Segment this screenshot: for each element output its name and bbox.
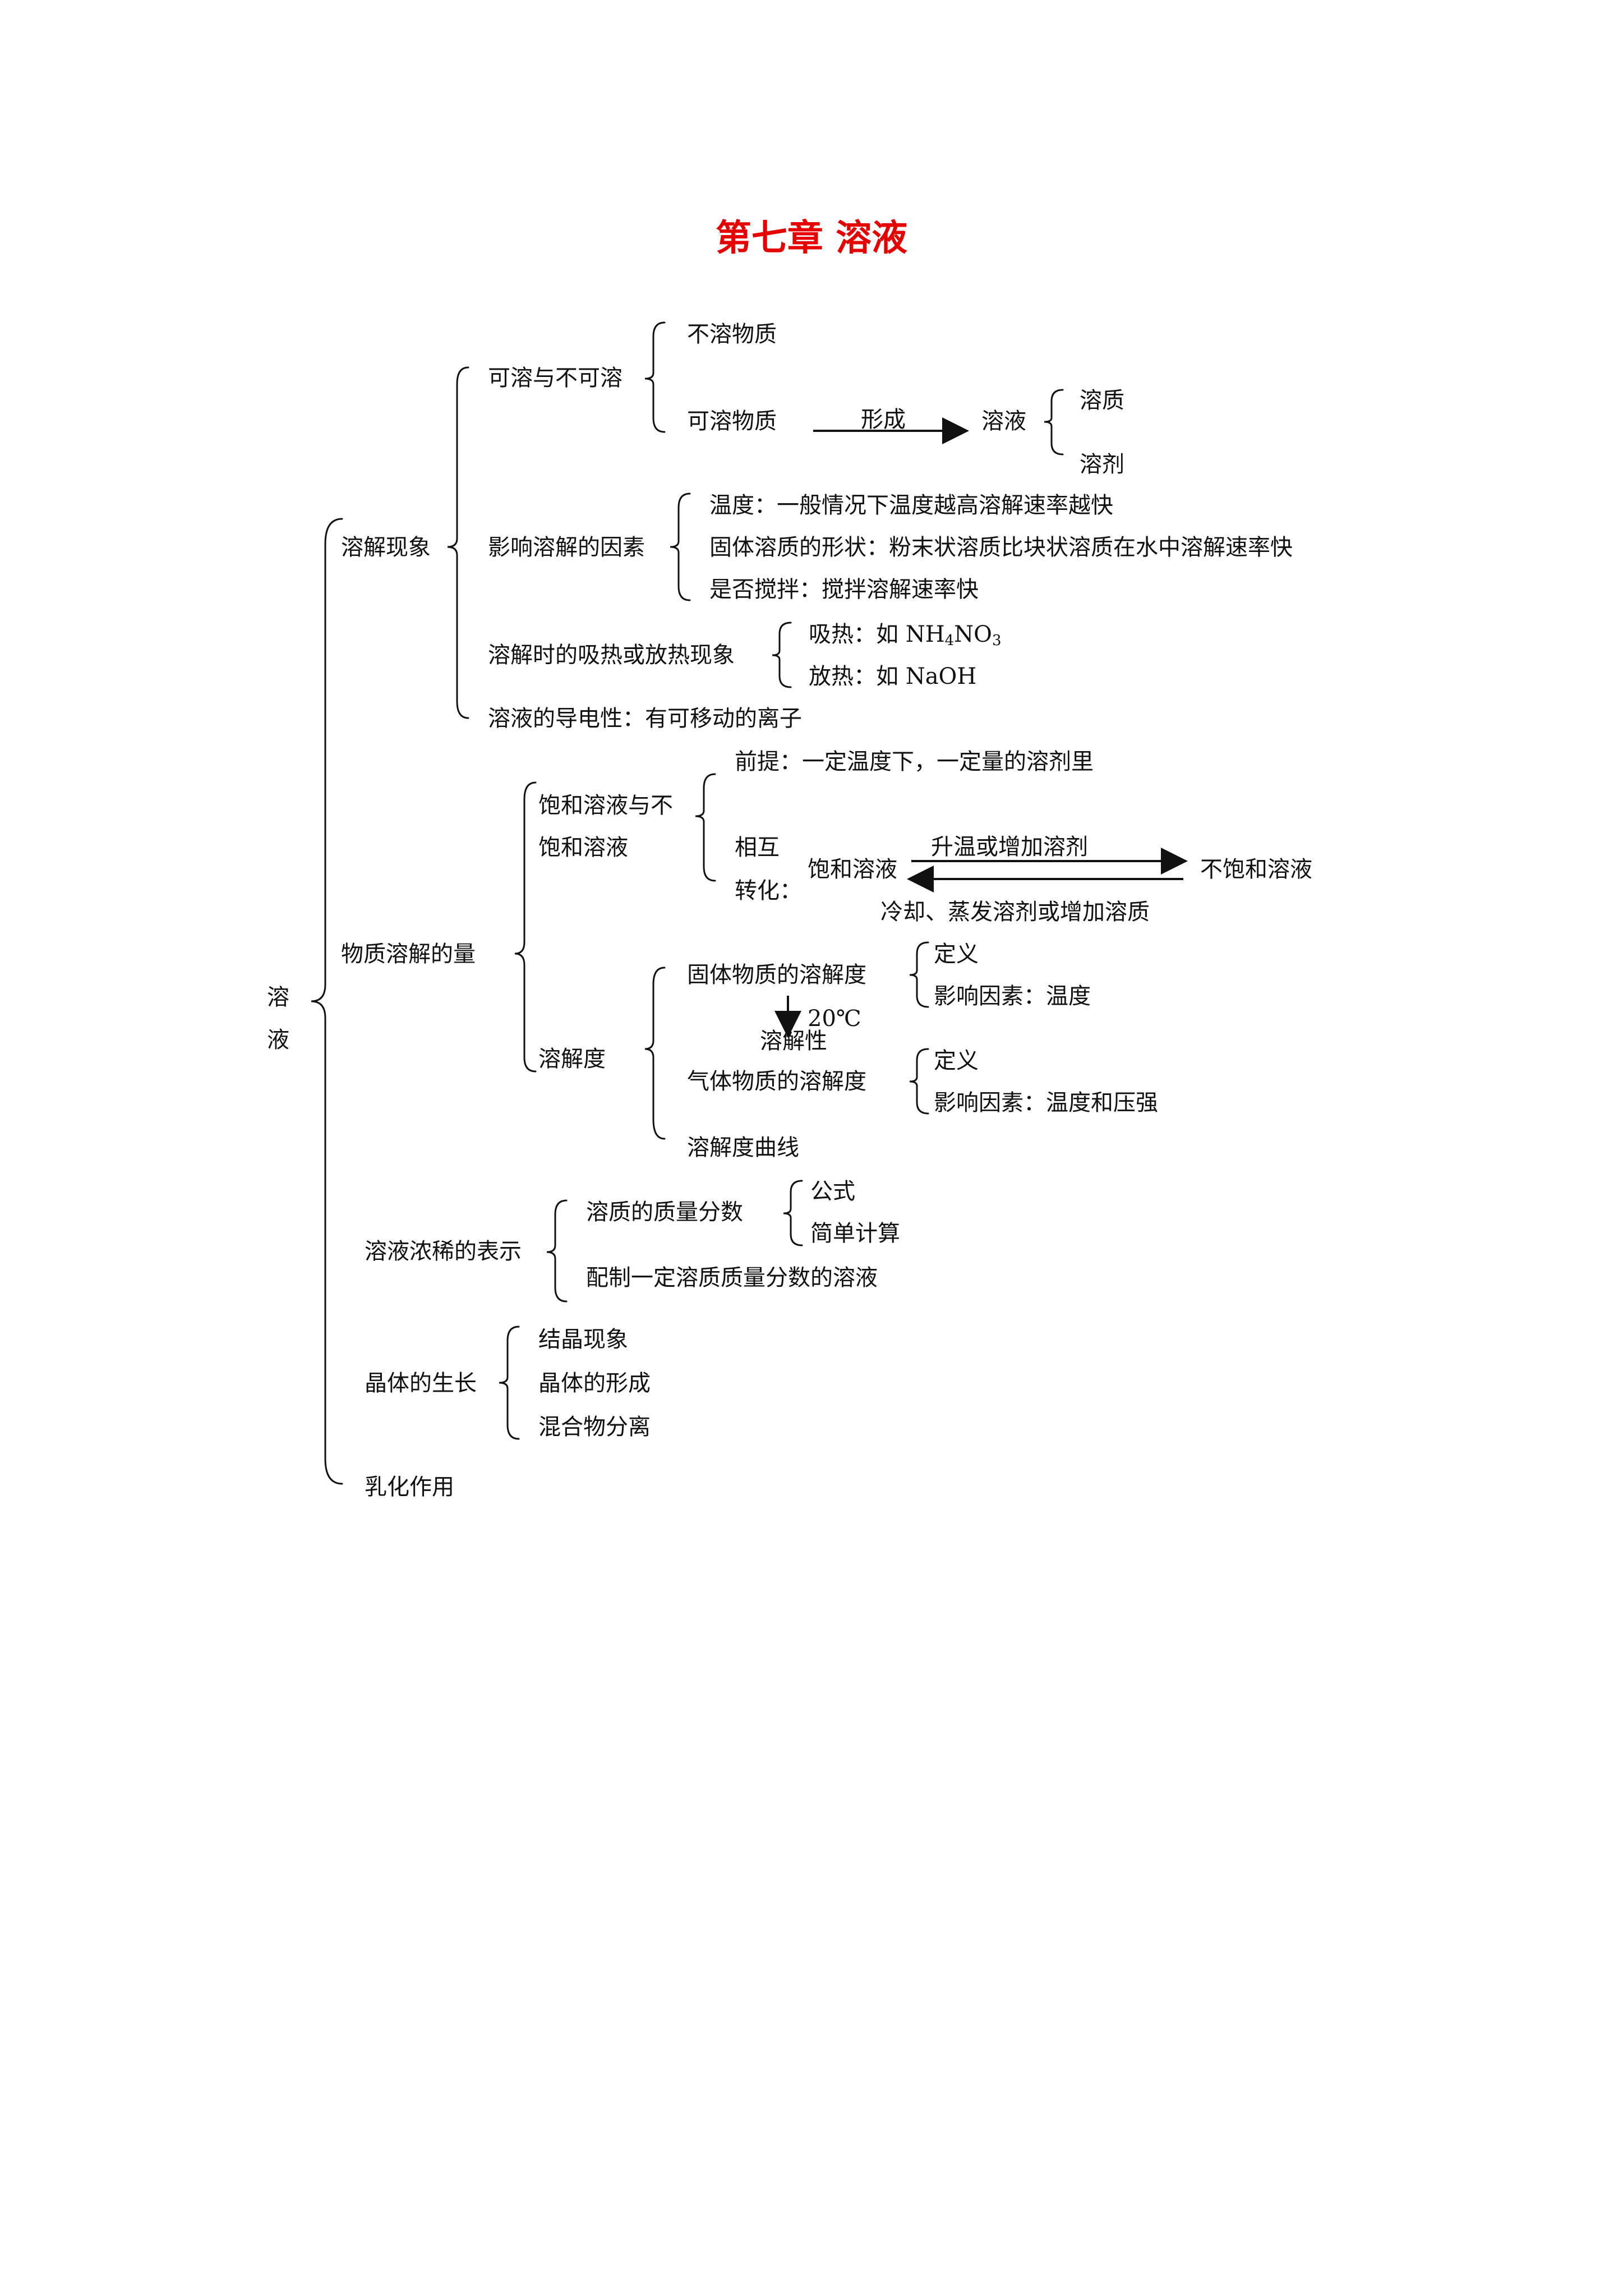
node-mass-fraction: 溶质的质量分数 xyxy=(586,1199,743,1225)
node-formula: 公式 xyxy=(810,1179,855,1204)
brace-solid xyxy=(909,941,929,1008)
node-solid-def: 定义 xyxy=(934,941,979,967)
node-gas: 气体物质的溶解度 xyxy=(687,1069,866,1094)
node-curve: 溶解度曲线 xyxy=(687,1135,799,1161)
node-soluble-sub: 可溶物质 xyxy=(687,408,777,434)
brace-factors xyxy=(670,493,691,601)
node-prepare: 配制一定溶质质量分数的溶液 xyxy=(586,1265,878,1291)
label-forward: 升温或增加溶剂 xyxy=(931,834,1088,860)
node-solubility: 溶解度 xyxy=(538,1046,606,1072)
brace-concentration xyxy=(546,1199,568,1303)
node-saturated-line2: 饱和溶液 xyxy=(538,835,628,861)
label-temp: 20℃ xyxy=(808,1006,861,1032)
brace-mass-fraction xyxy=(783,1180,803,1246)
node-crystal: 晶体的生长 xyxy=(365,1370,477,1396)
node-dissolution: 溶解现象 xyxy=(341,535,431,560)
brace-crystal xyxy=(499,1326,520,1440)
node-insoluble: 不溶物质 xyxy=(687,321,777,347)
heat-release: 放热：如 NaOH xyxy=(809,664,977,689)
node-solid-factor: 影响因素：温度 xyxy=(934,983,1091,1009)
brace-solubility xyxy=(644,967,666,1140)
node-solution: 溶液 xyxy=(981,408,1026,434)
node-solute: 溶质 xyxy=(1080,388,1124,413)
brace-gas xyxy=(909,1048,929,1115)
node-saturated-solution: 饱和溶液 xyxy=(808,857,897,882)
node-unsaturated-solution: 不饱和溶液 xyxy=(1200,857,1312,882)
node-calc: 简单计算 xyxy=(810,1221,900,1246)
node-concentration: 溶液浓稀的表示 xyxy=(365,1239,522,1264)
brace-soluble xyxy=(644,321,666,433)
factor-item: 温度：一般情况下温度越高溶解速率越快 xyxy=(709,493,1113,518)
brace-amount xyxy=(514,781,537,1073)
node-conductivity: 溶液的导电性：有可移动的离子 xyxy=(488,706,802,731)
node-gas-def: 定义 xyxy=(934,1048,979,1074)
node-premise: 前提：一定温度下，一定量的溶剂里 xyxy=(735,749,1094,775)
node-convert-line2: 转化： xyxy=(735,878,802,904)
brace-heat xyxy=(772,622,792,688)
crystal-item: 混合物分离 xyxy=(538,1414,651,1440)
node-factors: 影响溶解的因素 xyxy=(488,535,645,560)
node-heat: 溶解时的吸热或放热现象 xyxy=(488,642,735,668)
node-solubility-prop: 溶解性 xyxy=(760,1028,827,1054)
factor-item: 固体溶质的形状：粉末状溶质比块状溶质在水中溶解速率快 xyxy=(709,535,1293,560)
brace-root xyxy=(311,518,343,1485)
heat-absorb: 吸热：如 NH4NO3 xyxy=(809,622,1002,649)
node-gas-factor: 影响因素：温度和压强 xyxy=(934,1090,1158,1116)
node-emulsify: 乳化作用 xyxy=(365,1474,454,1500)
factor-item: 是否搅拌：搅拌溶解速率快 xyxy=(709,577,979,602)
brace-solution xyxy=(1044,389,1064,455)
label-forms: 形成 xyxy=(861,407,906,432)
label-backward: 冷却、蒸发溶剂或增加溶质 xyxy=(880,899,1150,925)
node-amount: 物质溶解的量 xyxy=(341,941,476,967)
node-solid: 固体物质的溶解度 xyxy=(687,962,866,988)
crystal-item: 晶体的形成 xyxy=(538,1370,651,1396)
crystal-item: 结晶现象 xyxy=(538,1327,628,1352)
page-title: 第七章 溶液 xyxy=(715,217,908,259)
root-label: 溶 液 xyxy=(267,984,289,1053)
node-convert-line1: 相互 xyxy=(735,835,780,861)
brace-dissolution xyxy=(447,366,469,719)
brace-saturated xyxy=(695,773,716,882)
node-soluble: 可溶与不可溶 xyxy=(488,365,623,391)
node-solvent: 溶剂 xyxy=(1080,452,1124,477)
node-saturated-line1: 饱和溶液与不 xyxy=(538,793,673,818)
